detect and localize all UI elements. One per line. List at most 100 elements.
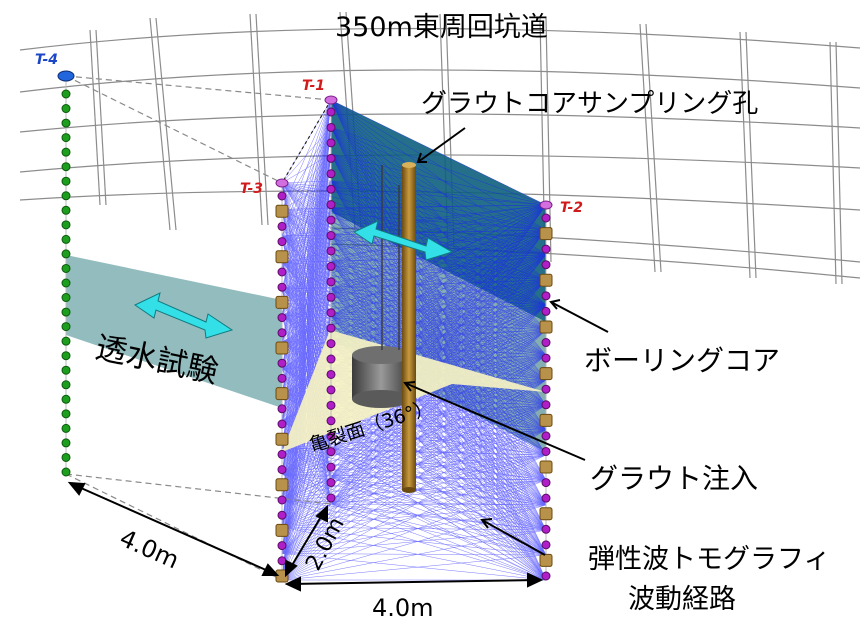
tunnel-curve [19,27,861,51]
core-segment [275,341,289,355]
ray-path [281,454,547,581]
ray-path [330,207,547,231]
ray-path [330,207,547,481]
sensor-node [326,153,336,163]
ray-path [330,180,547,206]
tunnel-rib [249,13,263,226]
ray-path [281,473,547,556]
tunnel-rib [255,13,269,226]
sensor-node [541,384,551,394]
ray-path [330,304,547,478]
tunnel-rib [829,41,837,285]
sensor-node [61,467,71,477]
core-segment [275,478,289,492]
ray-path [330,279,547,316]
sensor-node [61,409,71,419]
sensor-node [326,447,336,457]
ray-path [281,529,547,554]
sensor-node [326,261,336,271]
sensor-node [326,184,336,194]
ray-path [281,182,332,289]
ray-path [330,449,547,481]
sensor-node [61,336,71,346]
sensor-node [61,133,71,143]
ray-path [281,180,332,184]
ray-path [281,153,332,184]
sensor-node [541,213,551,223]
ray-path [330,304,547,505]
sensor-node [61,220,71,230]
t3-cap [275,178,289,188]
left-double-arrow [134,292,234,339]
ray-path [330,476,547,581]
ray-path [281,404,547,581]
ray-path [330,396,547,581]
permeability-test-plane [66,255,282,408]
sensor-node [277,449,287,459]
tunnel-rib [545,17,552,263]
ray-path [330,503,547,556]
tomography-label-line2: 波動経路 [628,584,736,615]
sensor-node [61,191,71,201]
ray-path [281,235,332,505]
ray-path [330,180,547,231]
ray-path [330,354,547,478]
sensor-node [326,369,336,379]
tunnel-rib [745,31,757,279]
sensor-node [541,478,551,488]
sensor-node [541,493,551,503]
borehole-label-t1: T-1 [302,78,325,94]
ray-path [281,447,547,556]
sensor-node [277,191,287,201]
ray-path [281,447,332,505]
core-segment [539,413,553,427]
sensor-node [326,416,336,426]
core-segment [539,553,553,567]
sensor-node [61,365,71,375]
ray-path [281,429,547,581]
core-segment [539,507,553,521]
sensor-node [326,339,336,349]
sensor-node [61,176,71,186]
ray-path [330,180,547,306]
upper-double-arrow [352,220,454,261]
tunnel-rib [645,23,662,273]
ray-path [281,126,332,184]
tunnel-rib [89,29,101,206]
tunnel-rib [155,17,177,231]
ray-path [330,126,547,531]
sensor-node [541,400,551,410]
sensor-node [326,122,336,132]
borehole-label-t3: T-3 [240,181,263,197]
ray-path [330,254,547,343]
ray-path [281,504,547,554]
sensor-node [277,510,287,520]
ray-path [281,182,332,343]
ray-path [330,99,547,231]
grout-core-rod [402,162,416,493]
sensor-node [326,323,336,333]
ray-path [330,99,547,381]
sensor-node [277,541,287,551]
ray-path [330,254,547,289]
sensor-node [61,351,71,361]
core-segment [275,295,289,309]
ray-path [330,180,547,256]
sensor-node [277,465,287,475]
t4-cap [57,70,75,82]
sensor-node [326,246,336,256]
ray-path [330,99,547,481]
sensor-node [326,308,336,318]
sensor-node [326,277,336,287]
sensor-node [61,293,71,303]
ray-path [330,261,547,281]
ray-path [281,553,547,581]
title-label: 350m東周回坑道 [335,12,548,43]
borehole-label-t2: T-2 [560,200,583,216]
sensor-node [277,556,287,566]
sensor-node [61,118,71,128]
ray-path [330,449,547,531]
sensor-node [541,338,551,348]
sensor-node [61,249,71,259]
